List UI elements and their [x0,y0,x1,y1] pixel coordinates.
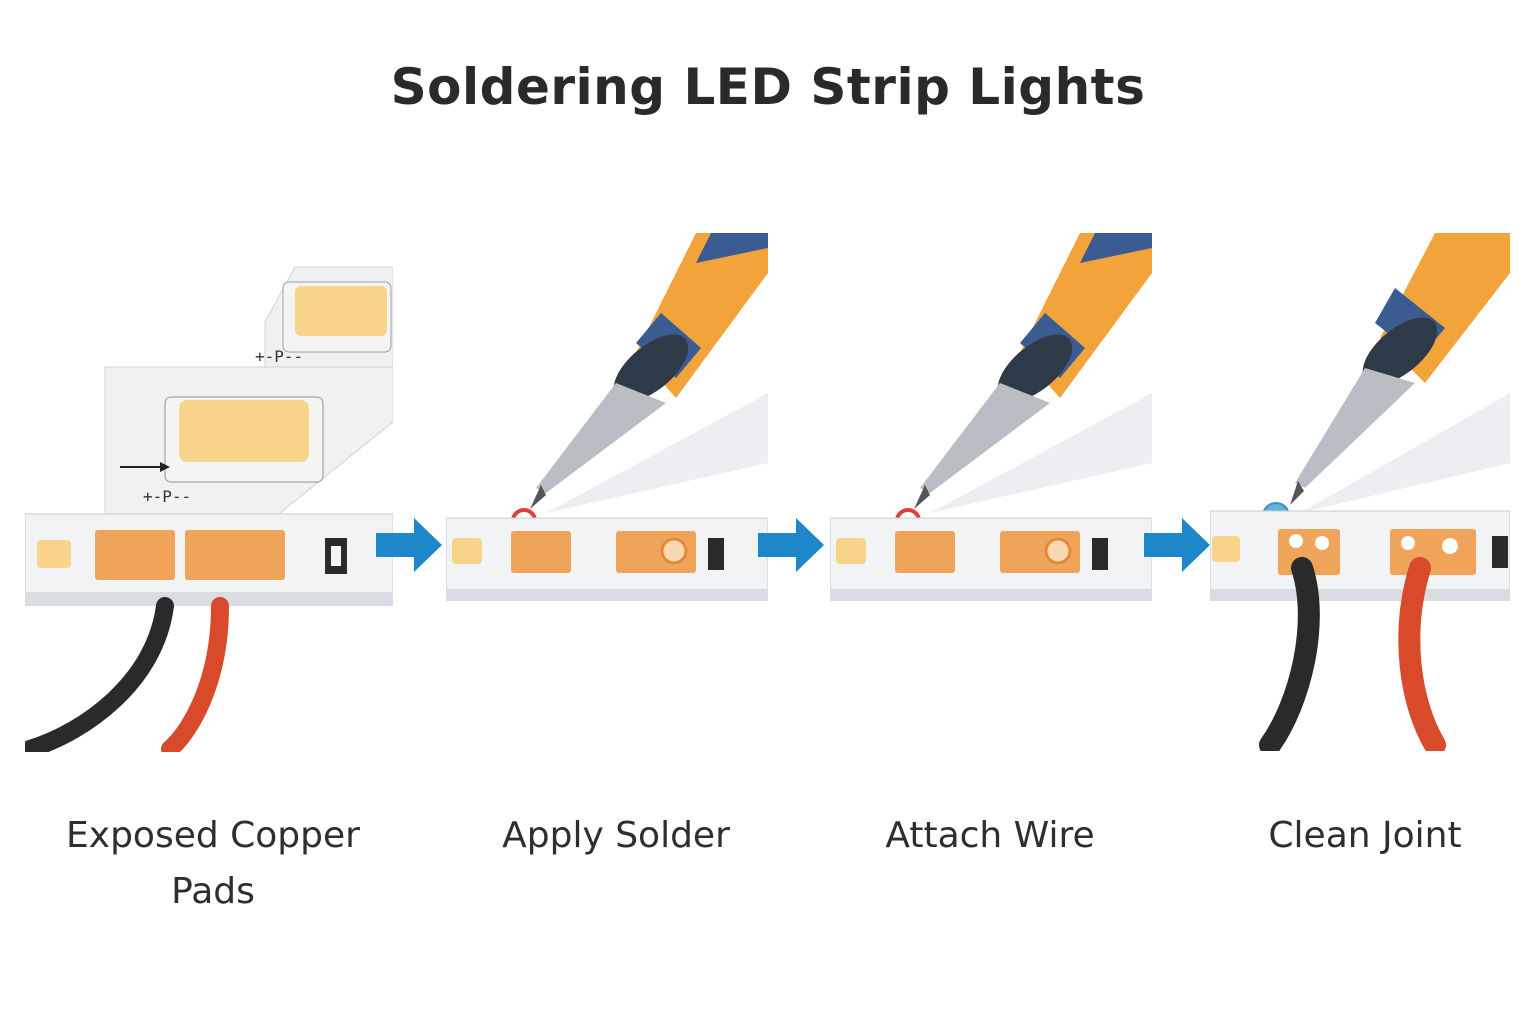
pad-marking-upper: +-P-- [255,347,303,366]
step-3-illustration [830,233,1152,623]
step-4-illustration [1210,233,1510,751]
page-title: Soldering LED Strip Lights [0,58,1536,116]
step-1-caption: Exposed Copper Pads [23,808,403,920]
arrow-right-icon [758,515,828,575]
arrow-right-icon [376,515,446,575]
step-1-illustration: +-P-- +-P-- [25,262,393,752]
step-2-caption: Apply Solder [426,808,806,864]
pad-marking-lower: +-P-- [143,487,191,506]
step-2-illustration [446,233,768,623]
step-4-caption: Clean Joint [1175,808,1536,864]
step-3-caption: Attach Wire [800,808,1180,864]
arrow-right-icon [1144,515,1214,575]
